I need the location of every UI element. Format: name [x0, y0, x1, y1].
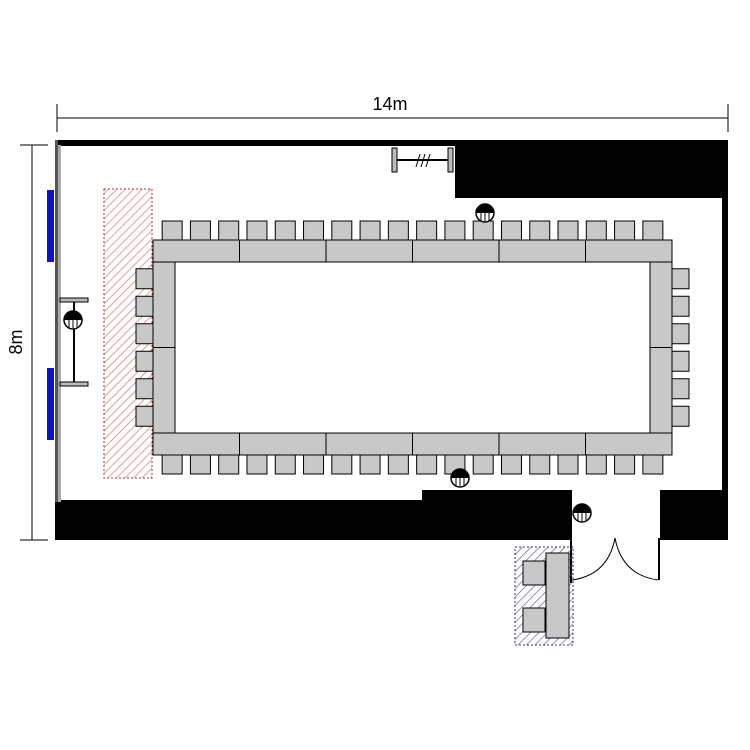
chair	[331, 220, 353, 241]
reception-chair	[522, 607, 546, 633]
chair	[161, 220, 183, 241]
chair	[642, 454, 664, 475]
conference-table	[152, 239, 673, 456]
table-segment	[498, 239, 586, 263]
chair	[135, 295, 154, 317]
table-segment	[585, 432, 673, 456]
chair	[671, 378, 690, 400]
chair	[218, 220, 240, 241]
table-segment	[152, 239, 240, 263]
chair	[557, 454, 579, 475]
reception-chair	[522, 560, 546, 586]
table-segment	[239, 432, 327, 456]
chair	[614, 220, 636, 241]
table-segment	[412, 432, 500, 456]
entrance-door[interactable]	[571, 537, 659, 581]
chair	[472, 220, 494, 241]
chair	[444, 220, 466, 241]
chair	[189, 454, 211, 475]
chair	[189, 220, 211, 241]
table-segment	[585, 239, 673, 263]
chair	[416, 454, 438, 475]
window-pads	[47, 190, 54, 440]
chair	[642, 220, 664, 241]
outlet-icon	[63, 310, 83, 330]
height-dimension: 8m	[6, 144, 48, 541]
chair	[585, 454, 607, 475]
chair	[671, 323, 690, 345]
chair	[359, 220, 381, 241]
chair	[529, 220, 551, 241]
chair	[246, 220, 268, 241]
chair	[671, 350, 690, 372]
chair	[671, 405, 690, 427]
outlet-icon	[475, 203, 495, 223]
chair	[303, 454, 325, 475]
chair	[416, 220, 438, 241]
chair	[500, 220, 522, 241]
reception-desk	[545, 552, 570, 639]
chair	[529, 454, 551, 475]
chair	[135, 323, 154, 345]
table-segment	[649, 347, 673, 434]
chair	[387, 220, 409, 241]
chair	[274, 454, 296, 475]
chair	[135, 405, 154, 427]
chairs	[135, 220, 690, 475]
chair	[135, 378, 154, 400]
chair	[161, 454, 183, 475]
chair	[557, 220, 579, 241]
table-segment	[152, 261, 176, 348]
table-segment	[498, 432, 586, 456]
chair	[585, 220, 607, 241]
chair	[331, 454, 353, 475]
chair	[359, 454, 381, 475]
table-segment	[649, 261, 673, 348]
table-segment	[152, 432, 240, 456]
chair	[614, 454, 636, 475]
table-segment	[325, 239, 413, 263]
table-segment	[152, 347, 176, 434]
chair	[472, 454, 494, 475]
chair	[671, 268, 690, 290]
outlets	[63, 203, 592, 523]
width-dimension: 14m	[56, 94, 729, 132]
width-label: 14m	[372, 94, 407, 114]
table-segment	[239, 239, 327, 263]
chair	[303, 220, 325, 241]
chair	[500, 454, 522, 475]
chair	[246, 454, 268, 475]
chair	[387, 454, 409, 475]
table-segment	[325, 432, 413, 456]
chair	[135, 268, 154, 290]
walls	[55, 140, 728, 583]
outlet-icon	[572, 503, 592, 523]
screen-top	[391, 147, 454, 173]
chair	[274, 220, 296, 241]
chair	[218, 454, 240, 475]
chair	[135, 350, 154, 372]
height-label: 8m	[6, 329, 26, 354]
reception-desk-area	[514, 546, 574, 646]
chair	[671, 295, 690, 317]
outlet-icon	[450, 468, 470, 488]
table-segment	[412, 239, 500, 263]
